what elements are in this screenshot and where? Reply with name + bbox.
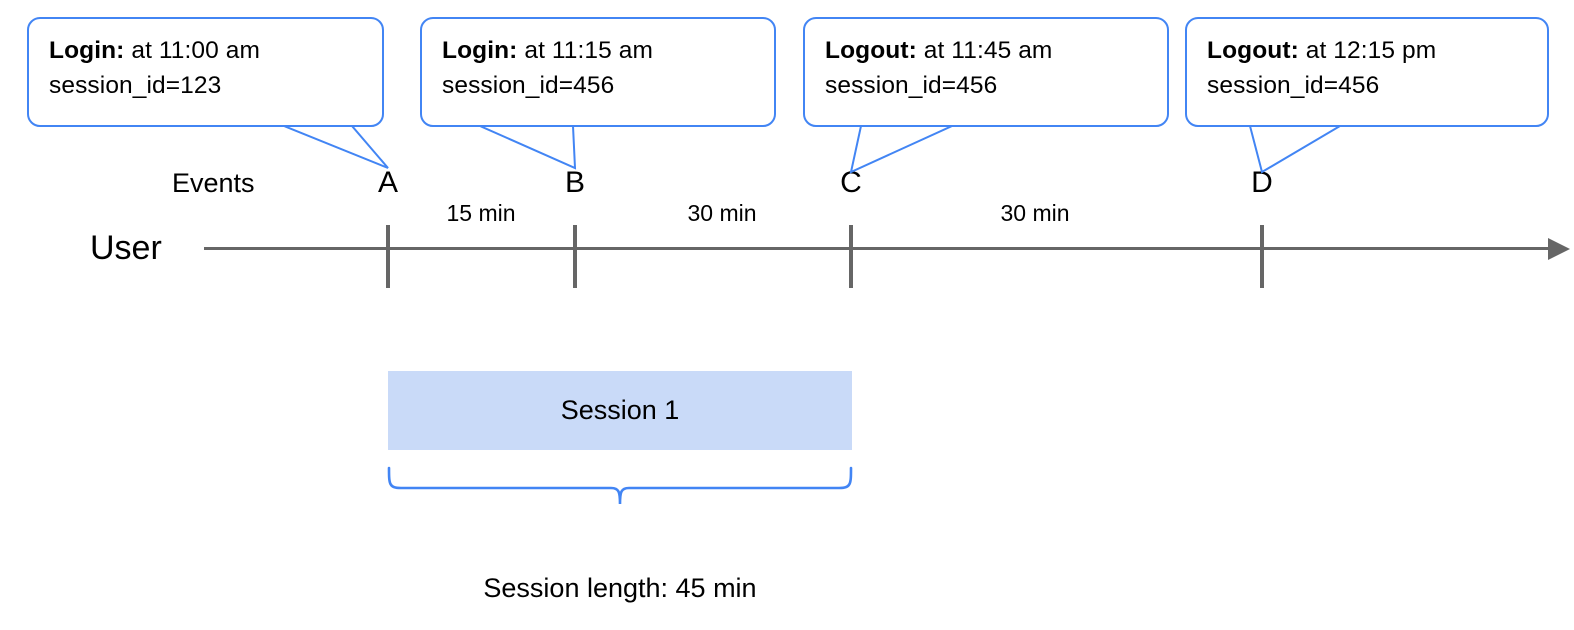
interval-label-a-b: 15 min — [446, 200, 516, 226]
user-row-label: User — [90, 229, 162, 267]
event-tick-c — [849, 225, 853, 288]
timeline-arrow-icon — [1548, 238, 1570, 260]
callout-b-line-2: session_id=456 — [442, 72, 615, 99]
callout-a-lead: Login: — [49, 37, 125, 64]
callout-c-line-1: Logout: at 11:45 am — [825, 33, 1151, 68]
callout-a-time: at 11:00 am — [124, 37, 261, 64]
session-bar-label: Session 1 — [560, 395, 680, 425]
event-label-b: B — [564, 166, 586, 199]
callout-event-c[interactable]: Logout: at 11:45 am session_id=456 — [803, 17, 1169, 127]
callout-tail-a — [283, 125, 389, 169]
event-label-d: D — [1251, 166, 1273, 199]
interval-label-c-d: 30 min — [1000, 200, 1070, 226]
callout-b-time: at 11:15 am — [517, 37, 654, 64]
callout-event-b[interactable]: Login: at 11:15 am session_id=456 — [420, 17, 776, 127]
callout-c-lead: Logout: — [825, 37, 917, 64]
callout-d-line-2: session_id=456 — [1207, 72, 1380, 99]
event-label-c: C — [840, 166, 862, 199]
callout-b-line-1: Login: at 11:15 am — [442, 33, 758, 68]
event-label-a: A — [377, 166, 399, 199]
events-row-label: Events — [172, 168, 255, 198]
callout-d-time: at 12:15 pm — [1298, 37, 1437, 64]
session-length-caption: Session length: 45 min — [483, 573, 757, 603]
timeline-axis — [204, 247, 1553, 250]
callout-event-d[interactable]: Logout: at 12:15 pm session_id=456 — [1185, 17, 1549, 127]
event-tick-a — [386, 225, 390, 288]
callout-event-a[interactable]: Login: at 11:00 am session_id=123 — [27, 17, 384, 127]
callout-d-line-1: Logout: at 12:15 pm — [1207, 33, 1531, 68]
callout-d-lead: Logout: — [1207, 37, 1299, 64]
callout-tail-b — [479, 125, 577, 170]
callout-a-line-1: Login: at 11:00 am — [49, 33, 366, 68]
session-length-brace — [387, 466, 853, 505]
callout-c-line-2: session_id=456 — [825, 72, 998, 99]
callout-c-time: at 11:45 am — [916, 37, 1053, 64]
event-tick-b — [573, 225, 577, 288]
interval-label-b-c: 30 min — [687, 200, 757, 226]
callout-a-line-2: session_id=123 — [49, 72, 222, 99]
callout-b-lead: Login: — [442, 37, 518, 64]
session-bar[interactable]: Session 1 — [388, 371, 852, 450]
event-tick-d — [1260, 225, 1264, 288]
callout-tail-c — [849, 125, 953, 174]
